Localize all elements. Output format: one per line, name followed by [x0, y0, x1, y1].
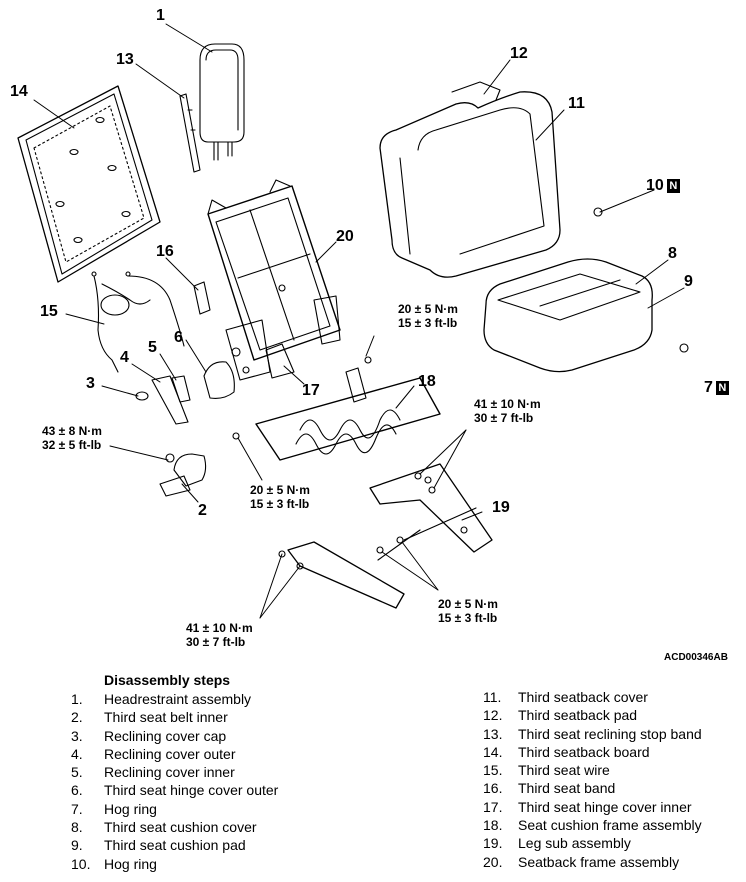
seat-cushion-drawing	[483, 258, 653, 373]
callout-14: 14	[10, 83, 28, 100]
hinge-cover-inner-drawing	[265, 343, 295, 379]
callout-13: 13	[116, 51, 134, 68]
callout-18: 18	[418, 373, 436, 390]
seatback-board-drawing	[17, 85, 161, 283]
callout-4: 4	[120, 349, 129, 366]
exploded-seat-diagram	[17, 23, 689, 619]
step-item: 15.Third seat wire	[483, 762, 610, 779]
callout-20: 20	[336, 228, 354, 245]
n-badge-icon: N	[666, 179, 680, 193]
step-item: 18.Seat cushion frame assembly	[483, 817, 702, 834]
seat-cushion-frame-drawing	[255, 367, 441, 461]
step-item: 17.Third seat hinge cover inner	[483, 798, 692, 815]
step-item: 1.Headrestraint assembly	[71, 691, 252, 707]
callout-6: 6	[174, 329, 183, 346]
figure-code: ACD00346AB	[664, 652, 728, 663]
callout-3: 3	[86, 375, 95, 392]
step-item: 16.Third seat band	[483, 780, 616, 797]
seatback-frame-drawing	[207, 179, 341, 381]
callout-1: 1	[156, 7, 165, 24]
callout-15: 15	[40, 303, 58, 320]
step-item: 13.Third seat reclining stop band	[483, 725, 702, 742]
callout-11: 11	[568, 95, 585, 112]
reclining-covers-drawing	[135, 375, 191, 425]
step-item: 9.Third seat cushion pad	[71, 837, 246, 854]
leader-lines	[33, 23, 685, 619]
step-item: 20.Seatback frame assembly	[483, 853, 680, 870]
callout-19: 19	[492, 499, 510, 516]
n-badge-icon: N	[715, 381, 729, 395]
callout-5: 5	[148, 339, 157, 356]
step-item: 11.Third seatback cover	[483, 689, 648, 705]
callout-8: 8	[668, 245, 677, 262]
leg-sub-assembly-drawing	[287, 463, 493, 609]
step-item: 6.Third seat hinge cover outer	[71, 782, 279, 799]
seatback-cover-and-pad-drawing	[379, 81, 561, 278]
callout-2: 2	[198, 502, 207, 519]
step-item: 4.Reclining cover outer	[71, 745, 236, 762]
callout-16: 16	[156, 243, 174, 260]
bolts-drawing	[232, 356, 436, 570]
seat-band-drawing	[193, 281, 211, 315]
callout-12: 12	[510, 45, 528, 62]
steps-column-2: 11.Third seatback cover 12.Third seatbac…	[483, 688, 702, 871]
steps-column-1: 1.Headrestraint assembly 2.Third seat be…	[71, 690, 278, 873]
step-item: 10.Hog ring	[71, 855, 157, 872]
steps-title: Disassembly steps	[104, 672, 231, 688]
step-item: 2.Third seat belt inner	[71, 709, 228, 726]
step-item: 7.Hog ring	[71, 800, 157, 817]
callout-9: 9	[684, 273, 693, 290]
step-item: 12.Third seatback pad	[483, 707, 638, 724]
step-item: 8.Third seat cushion cover	[71, 819, 257, 836]
hog-rings-drawing	[593, 207, 689, 353]
headrestraint-drawing	[199, 43, 245, 161]
reclining-stop-band-drawing	[179, 93, 201, 173]
step-item: 14.Third seatback board	[483, 743, 650, 760]
callout-17: 17	[302, 382, 320, 399]
seat-wire-drawing	[91, 271, 185, 373]
step-item: 19.Leg sub assembly	[483, 835, 631, 852]
hinge-cover-outer-drawing	[203, 361, 235, 399]
step-item: 3.Reclining cover cap	[71, 727, 227, 744]
step-item: 5.Reclining cover inner	[71, 764, 235, 781]
seat-belt-inner-drawing	[159, 453, 207, 497]
